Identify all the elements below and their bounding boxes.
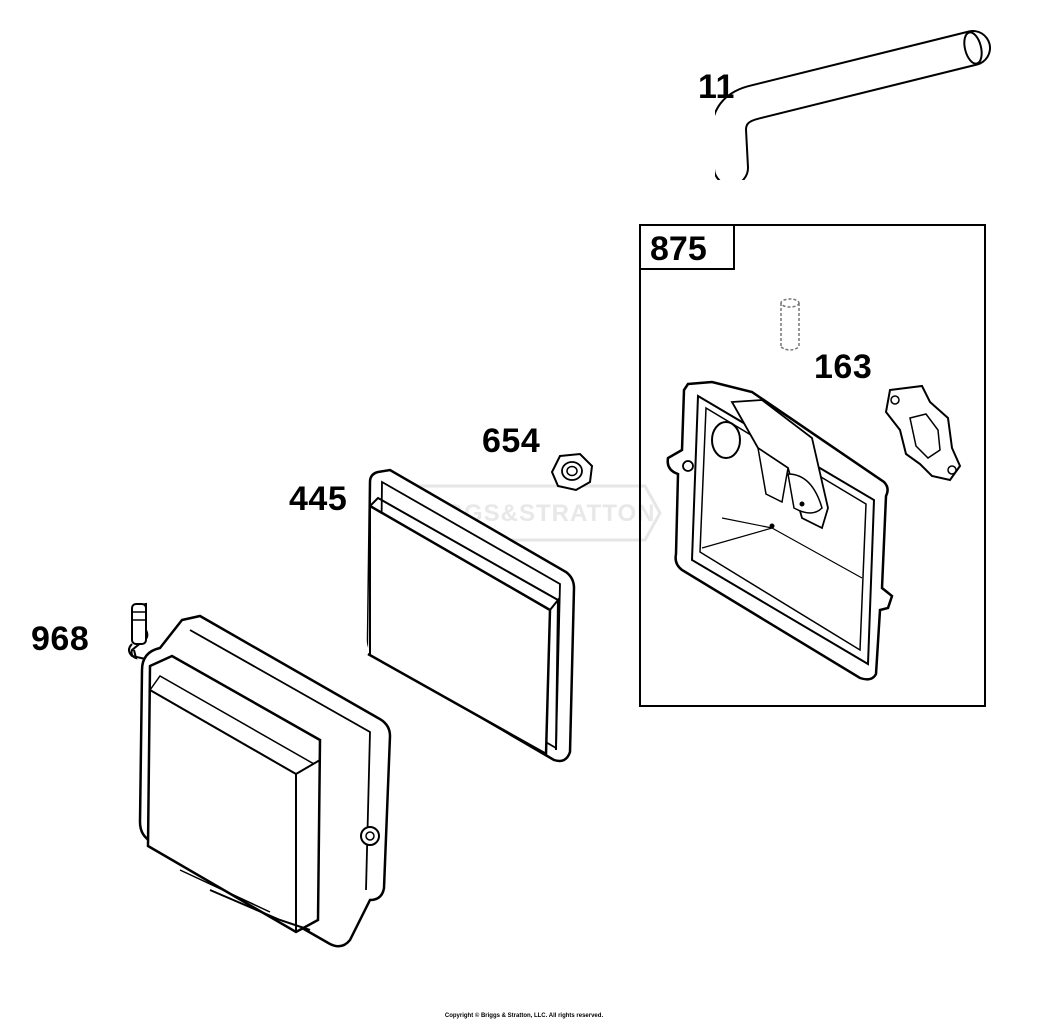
part-label-445: 445 <box>289 480 348 518</box>
air-filter-base-illustration <box>666 380 894 681</box>
gasket-illustration <box>884 384 962 482</box>
dowel-pin-illustration <box>780 298 800 351</box>
filter-cover-illustration <box>128 602 392 948</box>
nut-illustration <box>550 452 594 492</box>
part-label-968: 968 <box>31 620 90 658</box>
copyright-text: Copyright © Briggs & Stratton, LLC. All … <box>444 1013 604 1019</box>
part-label-654: 654 <box>482 422 541 460</box>
filter-element-illustration <box>366 468 576 763</box>
part-label-875: 875 <box>650 230 707 268</box>
kit-tag: 875 <box>640 225 735 270</box>
kit-box-875 <box>639 224 986 707</box>
breather-tube-illustration <box>715 30 991 180</box>
part-label-163: 163 <box>814 348 873 386</box>
part-label-11: 11 <box>698 68 735 106</box>
